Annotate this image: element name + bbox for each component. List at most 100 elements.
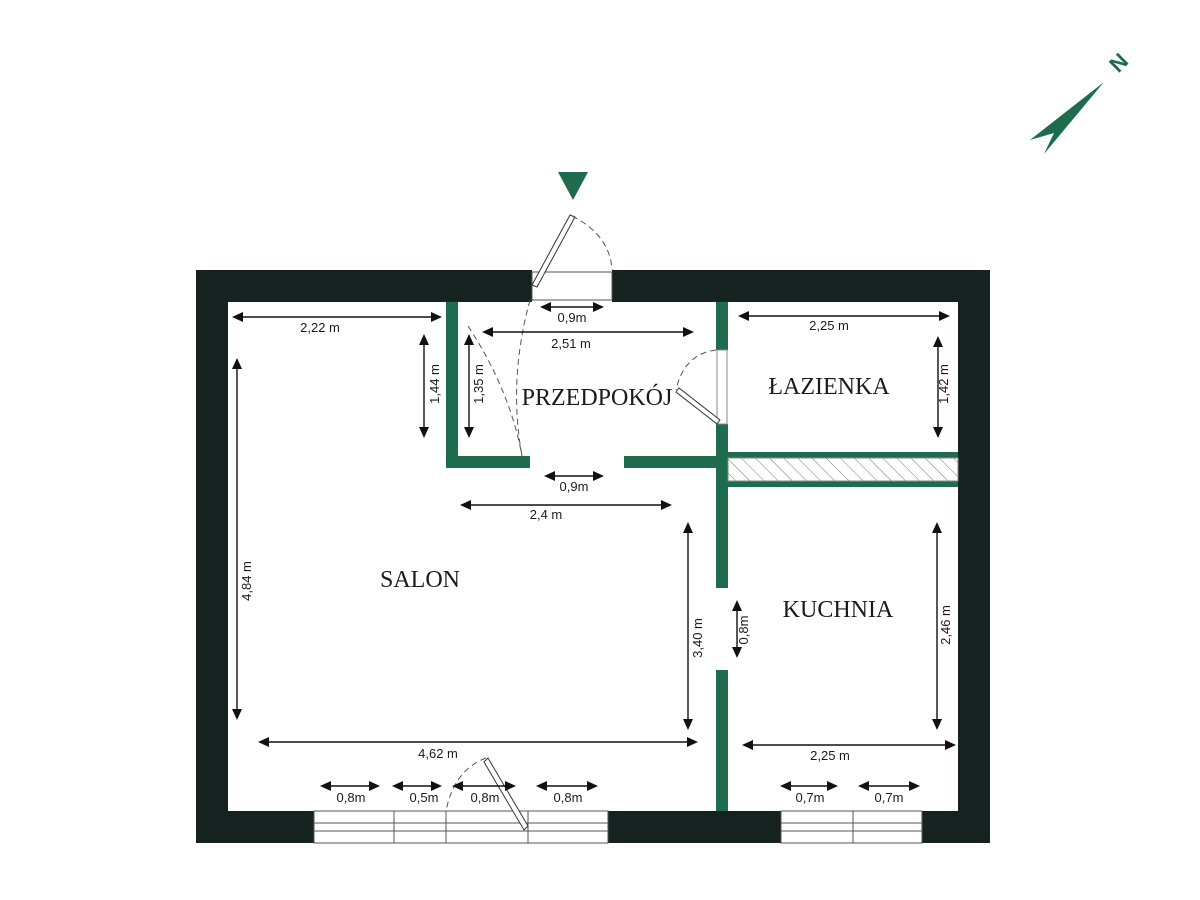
- outer-wall-top-left: [196, 270, 532, 302]
- dim-salon-top-arrowhead-end: [431, 312, 442, 322]
- dim-label-salon-right-height: 3,40 m: [690, 618, 705, 658]
- dim-salon-right-height-arrowhead-start: [683, 522, 693, 533]
- dimension-lines: [232, 302, 956, 791]
- dim-label-bath-width: 2,25 m: [809, 318, 849, 333]
- inner-walls: [446, 302, 958, 811]
- bath-bottom-wall-b: [728, 481, 958, 487]
- dim-label-salon-width: 4,62 m: [418, 746, 458, 761]
- dim-label-kitchen-width: 2,25 m: [810, 748, 850, 763]
- dim-balcony-door-arrowhead-end: [505, 781, 516, 791]
- dim-window-3-arrowhead-start: [536, 781, 547, 791]
- dim-salon-height-arrowhead-start: [232, 358, 242, 369]
- dim-label-window-5: 0,7m: [875, 790, 904, 805]
- dim-window-4-arrowhead-start: [780, 781, 791, 791]
- dim-label-hall-left-height: 1,44 m: [427, 364, 442, 404]
- room-label-przedpokoj: PRZEDPOKÓJ: [522, 384, 673, 411]
- dim-hall-width-arrowhead-start: [482, 327, 493, 337]
- entrance-marker-icon: [558, 172, 588, 200]
- dim-label-kitchen-door: 0,8m: [736, 616, 751, 645]
- dim-label-window-1: 0,8m: [337, 790, 366, 805]
- dim-label-window-4: 0,7m: [796, 790, 825, 805]
- dim-label-entry-door: 0,9m: [558, 310, 587, 325]
- dim-label-kitchen-height: 2,46 m: [938, 605, 953, 645]
- hall-bottom-wall-right: [624, 456, 728, 468]
- dim-label-hall-bottom-width: 2,4 m: [530, 507, 563, 522]
- bath-door-swing: [675, 349, 717, 391]
- dim-label-hall-door: 0,9m: [560, 479, 589, 494]
- dim-salon-width-arrowhead-end: [687, 737, 698, 747]
- windows: [313, 810, 923, 844]
- outer-wall-bottom-2: [608, 811, 781, 843]
- dim-bath-width-arrowhead-start: [738, 311, 749, 321]
- dim-hall-inner-height-arrowhead-end: [464, 427, 474, 438]
- north-arrow-icon: N: [1030, 48, 1133, 154]
- dim-kitchen-width-arrowhead-start: [742, 740, 753, 750]
- dim-hall-bottom-width-arrowhead-end: [661, 500, 672, 510]
- outer-walls: [196, 270, 990, 843]
- dim-hall-width-arrowhead-end: [683, 327, 694, 337]
- dim-hall-bottom-width-arrowhead-start: [460, 500, 471, 510]
- outer-wall-top-right: [612, 270, 990, 302]
- dim-window-5-arrowhead-end: [909, 781, 920, 791]
- bath-door-frame: [716, 349, 728, 425]
- outer-wall-bottom-3: [922, 811, 990, 843]
- dim-label-bath-height: 1,42 m: [936, 364, 951, 404]
- dim-label-hall-inner-height: 1,35 m: [471, 364, 486, 404]
- dim-bath-width-arrowhead-end: [939, 311, 950, 321]
- dim-kitchen-height-arrowhead-start: [932, 522, 942, 533]
- dim-window-4-arrowhead-end: [827, 781, 838, 791]
- outer-wall-left: [196, 270, 228, 843]
- bath-door-leaf: [675, 387, 721, 425]
- dim-bath-height-arrowhead-end: [933, 427, 943, 438]
- dim-window-1-arrowhead-start: [320, 781, 331, 791]
- room-label-lazienka: ŁAZIENKA: [768, 374, 890, 400]
- ventilation-shaft: [727, 457, 959, 482]
- dim-label-salon-top: 2,22 m: [300, 320, 340, 335]
- doors: [445, 214, 728, 831]
- hall-inner-door-swing-2: [516, 299, 531, 457]
- dim-kitchen-door-arrowhead-end: [732, 647, 742, 658]
- dim-hall-inner-height-arrowhead-start: [464, 334, 474, 345]
- window-kitchen: [780, 810, 923, 844]
- room-label-salon: SALON: [380, 567, 460, 593]
- dim-salon-width-arrowhead-start: [258, 737, 269, 747]
- kitchen-left-wall: [716, 670, 728, 811]
- outer-wall-right: [958, 270, 990, 843]
- hall-left-wall: [446, 302, 458, 468]
- dim-window-3-arrowhead-end: [587, 781, 598, 791]
- dim-window-1-arrowhead-end: [369, 781, 380, 791]
- dim-kitchen-width-arrowhead-end: [945, 740, 956, 750]
- dim-hall-door-arrowhead-start: [544, 471, 555, 481]
- dim-label-window-2: 0,5m: [410, 790, 439, 805]
- balcony-door-swing: [445, 757, 487, 812]
- north-label: N: [1104, 48, 1133, 77]
- dim-salon-right-height-arrowhead-end: [683, 719, 693, 730]
- bath-bottom-wall-a: [728, 452, 958, 458]
- dim-label-hall-width: 2,51 m: [551, 336, 591, 351]
- dimension-labels: 2,22 m 0,9m 2,51 m 2,25 m 1,44 m 1,35 m …: [239, 310, 953, 805]
- entry-door-frame: [531, 271, 613, 301]
- dim-hall-left-height-arrowhead-start: [419, 334, 429, 345]
- dim-window-2-arrowhead-end: [431, 781, 442, 791]
- dim-salon-height-arrowhead-end: [232, 709, 242, 720]
- dim-window-5-arrowhead-start: [858, 781, 869, 791]
- outer-wall-bottom-1: [196, 811, 314, 843]
- bath-left-wall-bottom: [716, 424, 728, 588]
- entry-door-swing: [571, 215, 613, 271]
- dim-kitchen-door-arrowhead-start: [732, 600, 742, 611]
- hall-inner-door-swing: [467, 325, 523, 457]
- hall-bottom-wall-left: [446, 456, 530, 468]
- dim-entry-door-arrowhead-start: [540, 302, 551, 312]
- dim-label-balcony-door: 0,8m: [471, 790, 500, 805]
- dim-window-2-arrowhead-start: [392, 781, 403, 791]
- dim-balcony-door-arrowhead-start: [452, 781, 463, 791]
- room-label-kuchnia: KUCHNIA: [783, 597, 894, 623]
- dim-label-window-3: 0,8m: [554, 790, 583, 805]
- dim-kitchen-height-arrowhead-end: [932, 719, 942, 730]
- balcony-door-leaf: [483, 757, 529, 831]
- dim-hall-door-arrowhead-end: [593, 471, 604, 481]
- dim-bath-height-arrowhead-start: [933, 336, 943, 347]
- bath-left-wall-top: [716, 302, 728, 350]
- dim-entry-door-arrowhead-end: [593, 302, 604, 312]
